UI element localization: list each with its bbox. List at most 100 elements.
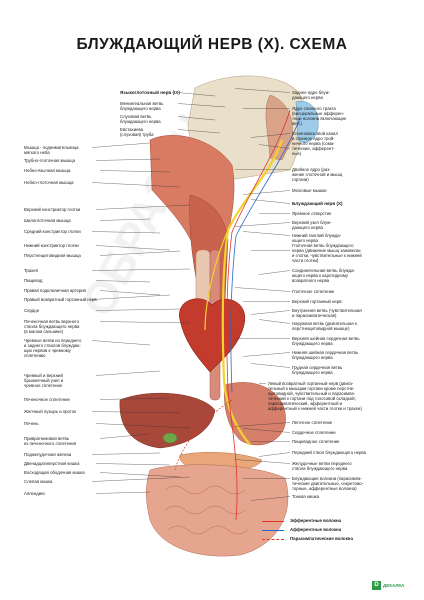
top-label: Языкоглоточный нерв (IX) <box>120 90 180 95</box>
right-label: Пищеводное сплетение <box>292 439 340 444</box>
left-label: Нижний констриктор глотки <box>24 243 79 248</box>
gallbladder-shape <box>162 432 178 444</box>
right-label: ющего нерва к каротидному <box>292 273 349 278</box>
left-label: Чревный и верхний <box>24 373 63 378</box>
right-label: и спинное ядро трой- <box>292 136 335 141</box>
leader-line <box>258 144 291 149</box>
leader-line <box>242 352 291 357</box>
right-label: дающего нерва <box>292 225 323 230</box>
left-label: Слепая кишка <box>24 479 53 484</box>
top-label: Слуховая ветвь <box>120 114 152 119</box>
leader-line <box>91 268 191 271</box>
leader-line <box>250 310 291 315</box>
right-label: Грудная сердечная ветвь <box>292 365 343 370</box>
top-label: (слуховая) труба <box>120 132 154 137</box>
right-label: Блуждающие волокна (парасимпа- <box>292 476 362 481</box>
leader-line <box>95 491 151 494</box>
right-label: блуждающего нерва <box>292 355 333 360</box>
left-label: Аппендикс <box>24 491 46 496</box>
leader-line <box>250 133 291 138</box>
left-label: Привратниковая ветвь <box>24 436 70 441</box>
brainstem-shape <box>265 94 293 161</box>
leader-line <box>177 116 216 121</box>
right-label: Верхний гортанный нерв: <box>292 299 343 304</box>
leader-line <box>234 88 291 93</box>
left-label: Шилоглоточная мышца <box>24 218 71 223</box>
left-label: Правый возвратный гортанный нерв <box>24 297 97 302</box>
leader-line <box>250 496 291 501</box>
left-label: Небно-язычная мышца <box>24 168 71 173</box>
right-label: Глоточное сплетение <box>292 289 335 294</box>
parasympathetic-fiber-line <box>174 399 233 471</box>
right-label: перстнещитовидной мышце) <box>292 326 350 331</box>
right-label: дающего нерва <box>292 95 323 100</box>
leader-line <box>242 190 291 195</box>
logo: D ДЕКАЛКА <box>372 581 412 591</box>
right-label: Сердечное сплетение <box>292 430 336 435</box>
top-label: блуждающего нерва <box>120 106 161 111</box>
leader-line <box>91 340 151 346</box>
left-label: Пищевод <box>24 278 43 283</box>
right-label: Наружная ветвь (двигательная к <box>292 321 357 326</box>
right-label: ствола блуждающего нерва <box>292 466 348 471</box>
leader-line <box>91 452 161 455</box>
top-label: Евстахиева <box>120 127 144 132</box>
top-label: Менингеальная ветвь <box>120 101 164 106</box>
leader-line <box>95 280 151 283</box>
leader-line <box>242 428 291 433</box>
left-label: и заднего стволов блуждаю- <box>24 343 81 348</box>
left-label: Правая подключичная артерия <box>24 288 86 293</box>
right-label: Соединительная ветвь блужда- <box>292 268 356 273</box>
left-label: чревное сплетение <box>24 383 63 388</box>
right-label: жение глоточной и мышц <box>292 172 343 177</box>
leader-line <box>95 370 161 376</box>
right-label: щитовидной, чувствительный и парасимпа- <box>268 391 356 396</box>
right-label: афферентный к нижней части глотки и трах… <box>268 406 362 411</box>
intestine-coils <box>164 485 249 535</box>
leader-line <box>250 199 291 204</box>
right-label: Желудочные ветви переднего <box>292 461 352 466</box>
page-title: БЛУЖДАЮЩИЙ НЕРВ (X). СХЕМА <box>76 36 348 53</box>
leader-line <box>95 463 171 466</box>
leader-line <box>177 129 221 134</box>
leader-line <box>258 452 291 457</box>
leader-line <box>95 158 161 161</box>
left-label: Средний констриктор глотки <box>24 229 81 234</box>
left-label: Печеночная ветвь верхнего <box>24 319 80 324</box>
left-label: Поджелудочная железа <box>24 452 72 457</box>
right-label: гортани) <box>292 177 309 182</box>
right-label: нерва (движение мышц занавески <box>292 248 361 253</box>
right-label: Спинномозговой канал <box>292 131 338 136</box>
efferent-fiber-line <box>226 109 291 521</box>
legend-efferent-swatch <box>262 521 284 522</box>
right-label: возвратного нерва <box>292 278 330 283</box>
leader-line <box>99 472 181 478</box>
right-label: Внутренняя ветвь (чувствительная <box>292 308 362 313</box>
leader-line <box>91 142 151 148</box>
leader-line <box>91 476 191 482</box>
leader-line <box>95 308 181 311</box>
right-label: и парасимпатическая) <box>292 313 337 318</box>
left-label: Трахея <box>24 268 38 273</box>
left-label: Трубно-глоточная мышца <box>24 158 75 163</box>
right-label: ничного нерва (сома- <box>292 141 335 146</box>
leader-line <box>99 218 151 221</box>
right-label: блуждающего нерва <box>292 370 333 375</box>
leader-line <box>177 103 226 108</box>
left-label: из печеночного сплетения <box>24 441 77 446</box>
leader-line <box>250 363 291 368</box>
left-label: Печень <box>24 421 39 426</box>
leader-line <box>99 397 171 400</box>
left-label: ствола блуждающего нерва <box>24 324 80 329</box>
right-label: тельный к мышцам гортани кроме перстне- <box>268 386 355 391</box>
left-label: Восходящая ободочная кишка <box>24 470 85 475</box>
right-label: части глотки) <box>292 258 319 263</box>
legend-efferent-label: Эфферентные волокна <box>290 518 342 523</box>
leader-line <box>91 411 181 414</box>
legend-parasympathetic-swatch <box>262 539 284 540</box>
left-label: Мышца - поднимательница <box>24 145 79 150</box>
right-label: Верхний узел блуж- <box>292 220 332 225</box>
leader-line <box>258 319 291 324</box>
right-label: вкус) <box>292 121 302 126</box>
right-label: парасимпатический, эфферентный и <box>268 401 343 406</box>
